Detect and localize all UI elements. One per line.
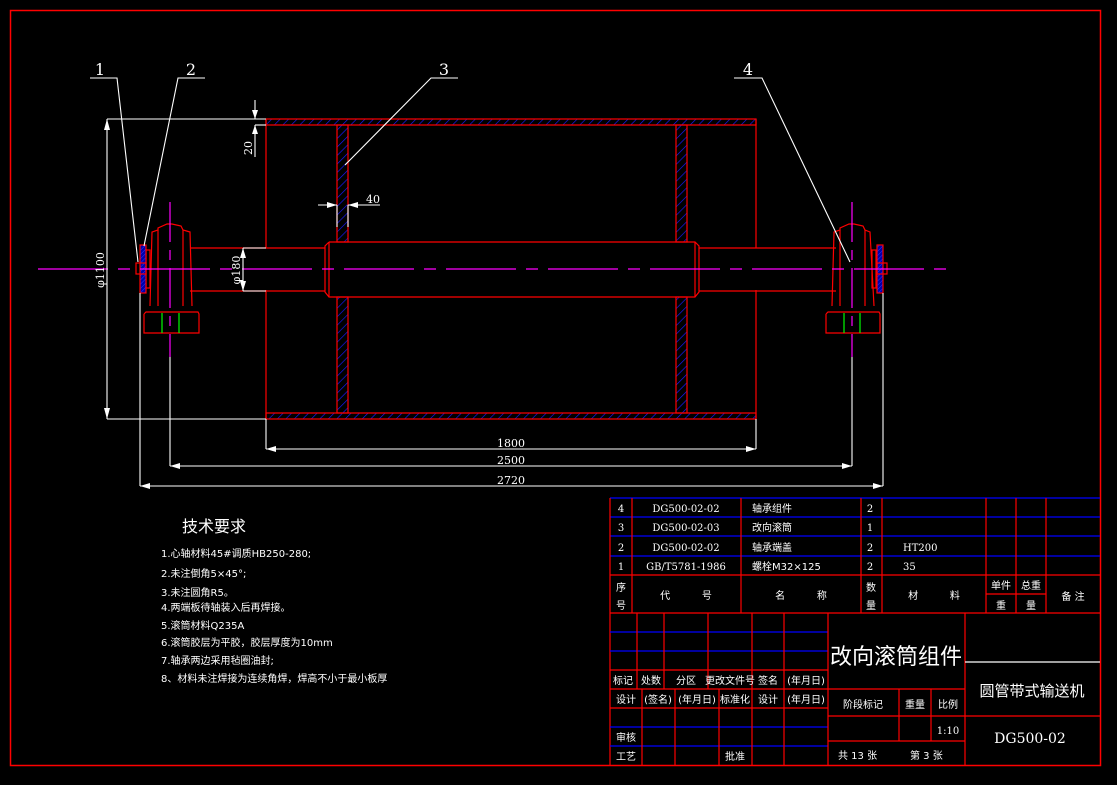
header-name: 名 称 xyxy=(775,589,827,602)
arrowheads xyxy=(104,110,883,489)
dimension-lines xyxy=(90,77,884,487)
tech-item: 3.未注圆角R5。 xyxy=(161,586,234,599)
dim-wall-thickness: 20 xyxy=(242,141,255,155)
dim-overall-length: 2720 xyxy=(497,474,525,487)
rev-header: 分区 xyxy=(676,675,696,687)
end-plate-right-upper xyxy=(675,124,688,243)
end-plate-left-upper xyxy=(336,124,349,243)
tech-item: 5.滚筒材料Q235A xyxy=(161,619,244,632)
parts-row-code: DG500-02-02 xyxy=(652,504,719,515)
tech-requirements-title: 技术要求 xyxy=(182,517,246,536)
tech-item: 2.未注倒角5×45°; xyxy=(161,567,246,580)
dim-drum-diameter: φ1100 xyxy=(94,252,107,288)
parts-row-code: GB/T5781-1986 xyxy=(646,562,726,573)
tech-item: 6.滚筒胶层为平胶，胶层厚度为10mm xyxy=(161,636,333,649)
header-no-top: 序 xyxy=(616,581,626,594)
tech-item: 4.两端板待轴装入后再焊接。 xyxy=(161,601,291,614)
parts-row-material: 35 xyxy=(903,562,916,573)
drawing-number: DG500-02 xyxy=(994,731,1066,747)
dim-bearing-span: 2500 xyxy=(497,454,525,467)
parts-row-qty: 1 xyxy=(867,523,873,534)
drum-shell-bottom xyxy=(265,412,757,420)
rev-header: 更改文件号 xyxy=(705,674,755,687)
tech-item: 8、材料未注焊接为连续角焊，焊高不小于最小板厚 xyxy=(161,672,387,685)
parts-row-material: HT200 xyxy=(903,543,937,554)
drum-assembly xyxy=(190,118,836,420)
leader-4 xyxy=(734,77,851,263)
balloon-1: 1 xyxy=(95,60,105,79)
end-plate-right-lower xyxy=(675,296,688,414)
tech-item: 7.轴承两边采用毡圈油封; xyxy=(161,654,274,667)
centerlines xyxy=(38,202,955,357)
parts-row-code: DG500-02-03 xyxy=(652,523,719,534)
rev-header: 签名 xyxy=(758,674,778,687)
rev-header: 处数 xyxy=(641,674,661,687)
leader-1 xyxy=(90,77,139,263)
parts-row-qty: 2 xyxy=(867,562,873,573)
parts-row-name: 螺栓M32×125 xyxy=(752,560,821,573)
approve-label: 批准 xyxy=(725,750,745,763)
sign-header: (年月日) xyxy=(787,693,825,706)
tech-item: 1.心轴材料45#调质HB250-280; xyxy=(161,547,311,560)
rev-header: (年月日) xyxy=(787,674,825,687)
header-weight-bottom-1: 重 xyxy=(996,599,1006,612)
header-remark: 备 注 xyxy=(1061,590,1084,603)
balloon-2: 2 xyxy=(186,60,196,79)
tech-requirements: 技术要求 1.心轴材料45#调质HB250-280; 2.未注倒角5×45°; … xyxy=(161,517,387,685)
balloon-4: 4 xyxy=(743,60,753,79)
parts-row-no: 1 xyxy=(618,562,624,573)
scale-value: 1:10 xyxy=(937,726,959,737)
stage-mark-label: 阶段标记 xyxy=(843,698,883,711)
parts-row-no: 3 xyxy=(618,523,624,534)
end-plate-left-lower xyxy=(336,296,349,414)
parts-row-name: 改向滚筒 xyxy=(752,521,792,534)
sign-header: 标准化 xyxy=(720,693,750,706)
header-qty-top: 数 xyxy=(866,581,876,594)
header-weight-bottom-2: 量 xyxy=(1026,600,1036,612)
sheets-total: 共 13 张 xyxy=(838,750,877,762)
parts-row-code: DG500-02-02 xyxy=(652,543,719,554)
parts-row-no: 2 xyxy=(618,543,624,554)
dim-plate-thickness: 40 xyxy=(366,193,380,206)
header-qty-bottom: 量 xyxy=(866,600,876,612)
header-total-weight: 总重 xyxy=(1021,579,1041,592)
parts-row-qty: 2 xyxy=(867,504,873,515)
drawing-name: 改向滚筒组件 xyxy=(830,645,962,670)
scale-label: 比例 xyxy=(938,698,958,711)
bearing-right xyxy=(825,223,888,334)
sign-header: 设计 xyxy=(616,693,636,706)
parts-row-name: 轴承组件 xyxy=(752,502,792,515)
sign-header: 设计 xyxy=(758,693,778,706)
dim-drum-length: 1800 xyxy=(497,437,525,450)
title-block: 标记 处数 分区 更改文件号 签名 (年月日) 设计 (签名) (年月日) 标准… xyxy=(610,613,1100,765)
machine-name: 圆管带式输送机 xyxy=(979,682,1084,700)
leader-3 xyxy=(344,77,458,166)
drum-shell-top xyxy=(265,118,757,126)
rev-header: 标记 xyxy=(613,675,633,687)
parts-row-no: 4 xyxy=(618,504,624,515)
sheet-number: 第 3 张 xyxy=(910,749,943,762)
weight-label: 重量 xyxy=(905,698,925,711)
header-material: 材 料 xyxy=(908,589,960,602)
process-label: 工艺 xyxy=(616,751,636,763)
dim-shaft-diameter: φ180 xyxy=(230,256,243,285)
parts-row-qty: 2 xyxy=(867,543,873,554)
header-no-bottom: 号 xyxy=(616,600,626,612)
parts-list: 4 DG500-02-02 轴承组件 2 3 DG500-02-03 改向滚筒 … xyxy=(609,497,1100,765)
review-label: 审核 xyxy=(616,731,636,744)
balloon-3: 3 xyxy=(439,60,449,79)
header-unit-weight: 单件 xyxy=(991,580,1011,592)
sign-header: (年月日) xyxy=(678,693,716,706)
drawing-frame xyxy=(9,9,1102,767)
parts-row-name: 轴承端盖 xyxy=(752,541,792,554)
sign-header: (签名) xyxy=(644,693,672,706)
header-code: 代 号 xyxy=(660,590,712,602)
leader-2 xyxy=(143,77,205,247)
